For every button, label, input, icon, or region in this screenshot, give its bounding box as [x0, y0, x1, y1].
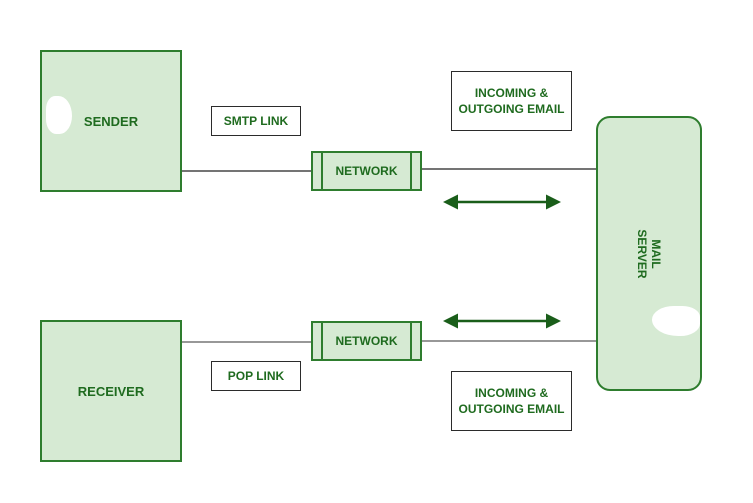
mail-server-node: MAIL SERVER — [596, 116, 702, 391]
network-bottom-left-bar — [321, 323, 323, 359]
network-bottom-label: NETWORK — [335, 334, 398, 348]
email-bottom-line2: OUTGOING EMAIL — [458, 402, 565, 416]
network-top-right-bar — [410, 153, 412, 189]
network-node-top: NETWORK — [311, 151, 422, 191]
sender-node: SENDER — [40, 50, 182, 192]
network-node-bottom: NETWORK — [311, 321, 422, 361]
network-top-label: NETWORK — [335, 164, 398, 178]
smtp-link-text: SMTP LINK — [223, 114, 289, 128]
mail-server-label: MAIL SERVER — [635, 229, 663, 278]
pop-link-label: POP LINK — [211, 361, 301, 391]
mail-server-highlight — [652, 306, 700, 336]
email-top-line2: OUTGOING EMAIL — [458, 102, 565, 116]
pop-link-text: POP LINK — [227, 369, 285, 383]
email-top-line1: INCOMING & — [474, 86, 549, 100]
email-bottom-line1: INCOMING & — [474, 386, 549, 400]
receiver-node: RECEIVER — [40, 320, 182, 462]
email-label-top: INCOMING & OUTGOING EMAIL — [451, 71, 572, 131]
smtp-link-label: SMTP LINK — [211, 106, 301, 136]
sender-highlight — [46, 96, 72, 134]
email-label-bottom: INCOMING & OUTGOING EMAIL — [451, 371, 572, 431]
receiver-label: RECEIVER — [77, 383, 145, 399]
mail-server-line1: MAIL — [649, 238, 663, 269]
sender-label: SENDER — [83, 113, 139, 129]
mail-server-line2: SERVER — [635, 228, 649, 279]
network-bottom-right-bar — [410, 323, 412, 359]
network-top-left-bar — [321, 153, 323, 189]
